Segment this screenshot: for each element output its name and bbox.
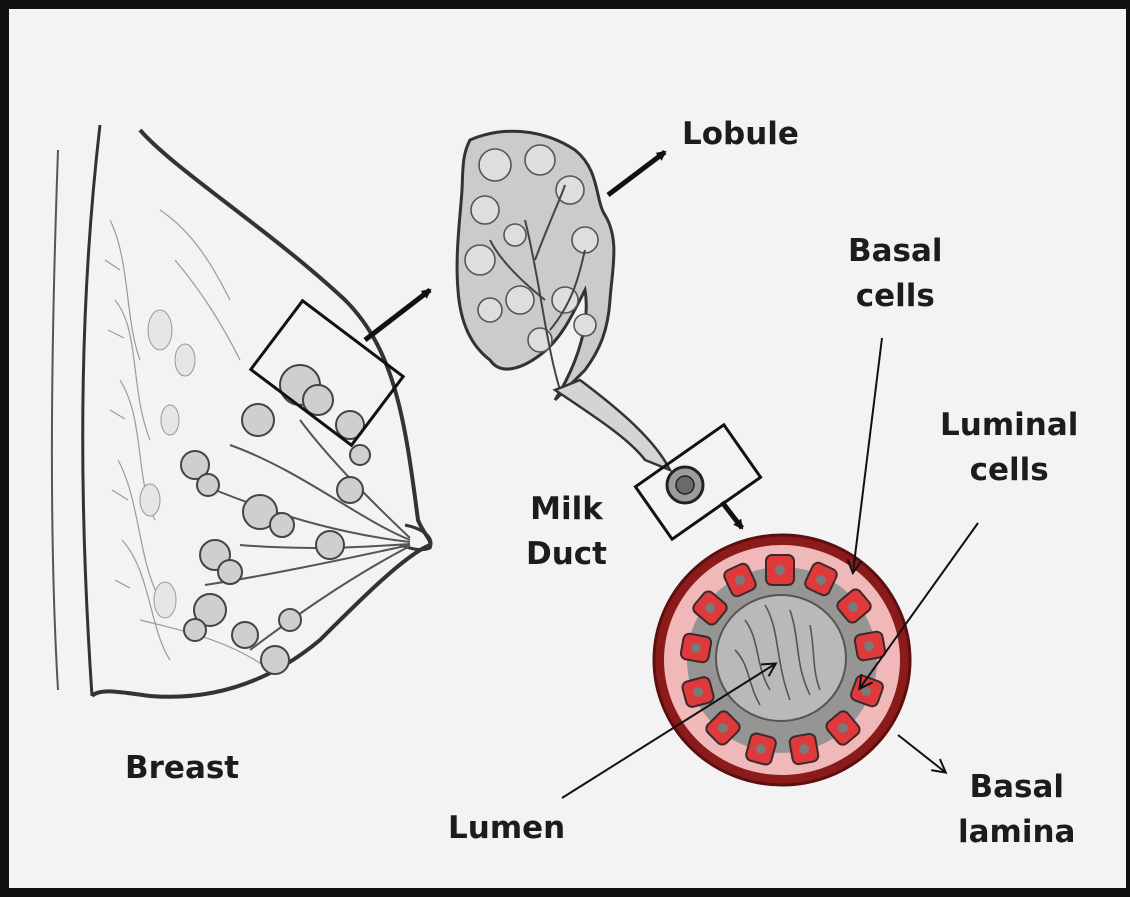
basal-cells-label-line1: Basal [848,229,943,274]
duct-cross-section [654,535,910,785]
milk-duct-label-line2: Duct [526,532,607,577]
luminal-cells-label: Luminal cells [940,403,1078,493]
breast-label: Breast [125,746,239,791]
luminal-cells-label-line2: cells [940,448,1078,493]
basal-lamina-label: Basal lamina [958,765,1075,855]
basal-cells-label-line2: cells [848,274,943,319]
chest-wall-line [83,125,100,696]
lobule-clusters [181,365,370,674]
basal-cells-label: Basal cells [848,229,943,319]
duct-to-section-arrow [722,502,742,528]
luminal-cells-label-line1: Luminal [940,403,1078,448]
lumen-label: Lumen [448,806,565,851]
lobule-label-arrow [608,152,665,195]
basal-lamina-pointer [898,735,945,772]
breast-to-lobule-arrow [365,290,430,340]
lumen-area [716,595,846,721]
milk-duct-label-line1: Milk [526,487,607,532]
basal-lamina-label-line1: Basal [958,765,1075,810]
lobule-label: Lobule [682,112,799,157]
breast-drawing [52,125,431,697]
basal-lamina-label-line2: lamina [958,810,1075,855]
lobule-drawing [457,131,703,503]
basal-cells-pointer [853,338,882,572]
milk-duct-label: Milk Duct [526,487,607,577]
